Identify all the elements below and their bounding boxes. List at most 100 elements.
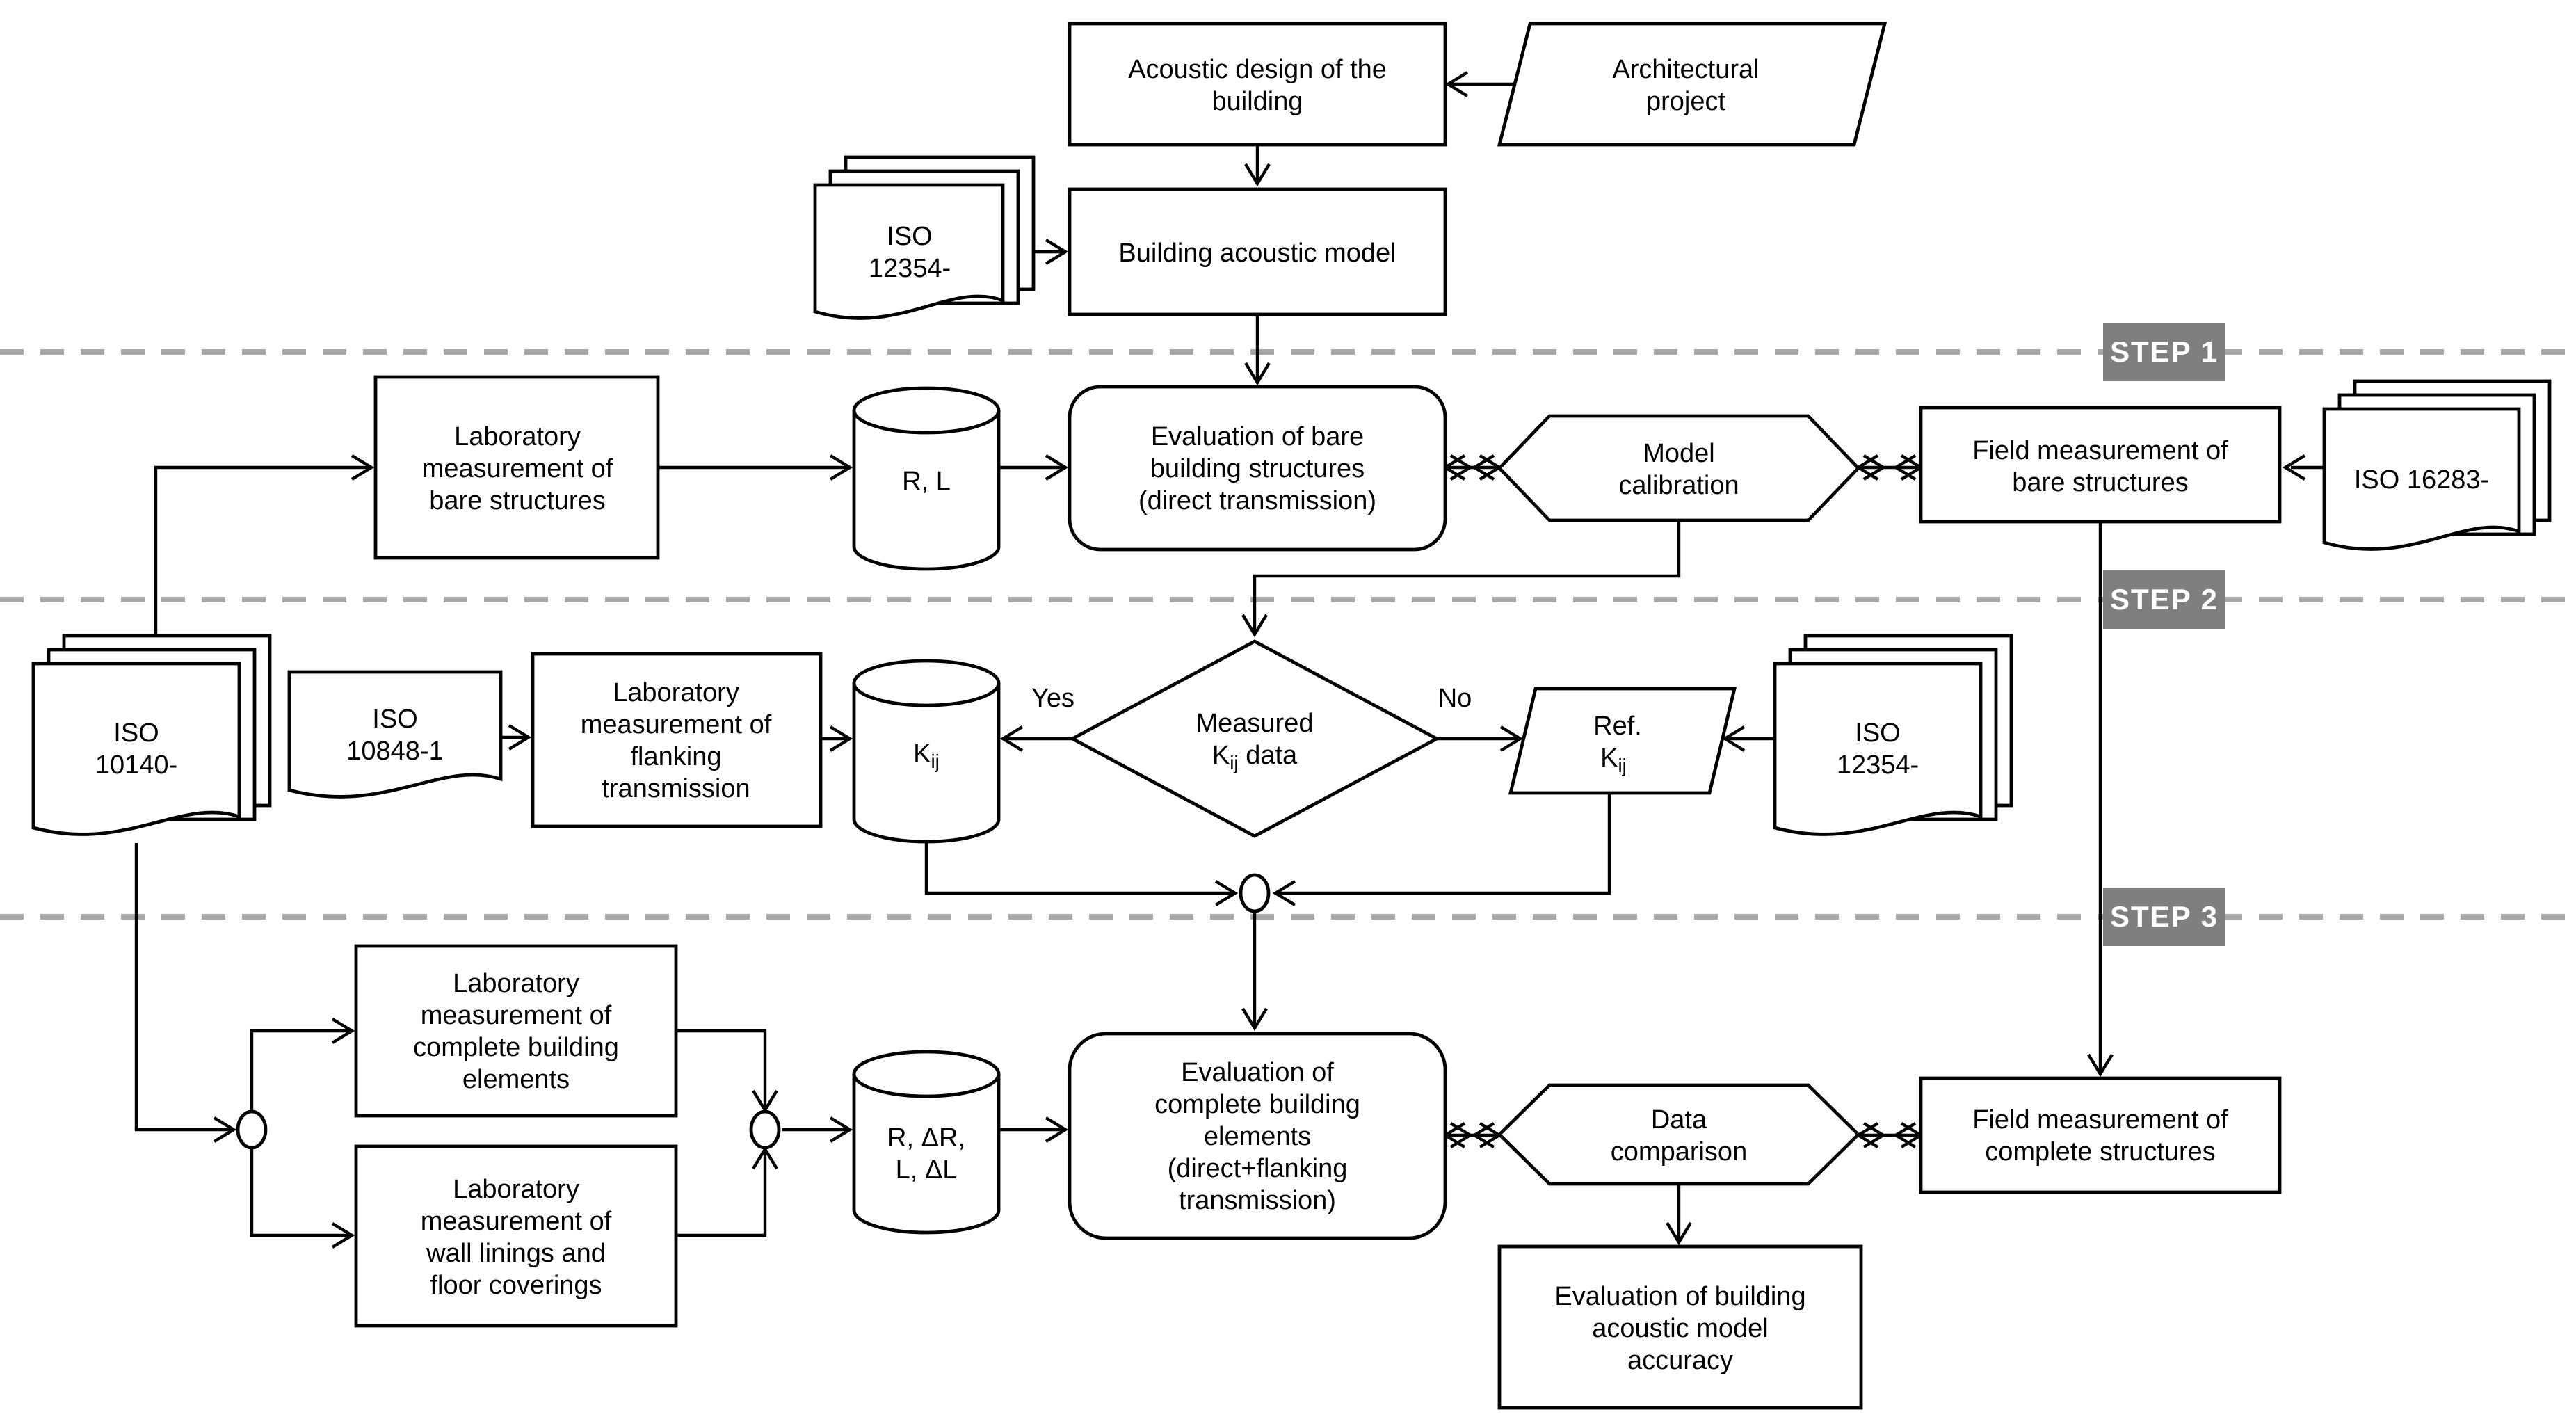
lab-meas-wall-label: floor coverings bbox=[430, 1271, 602, 1300]
step-badges: STEP 1 STEP 2 STEP 3 bbox=[2103, 323, 2225, 946]
measured-kij-diamond bbox=[1068, 639, 1441, 838]
iso-12354-top-stack bbox=[813, 155, 1036, 320]
connector-line bbox=[1278, 793, 1611, 895]
document-front-page bbox=[813, 183, 1005, 320]
model-calibration-label: Model bbox=[1643, 439, 1715, 468]
model-calibration-label: calibration bbox=[1618, 471, 1739, 500]
field-meas-bare-label: bare structures bbox=[2012, 468, 2188, 497]
iso-12354-top-label: 12354- bbox=[869, 254, 951, 283]
kij-main: K bbox=[913, 739, 931, 769]
ref-kij-label: Ref. bbox=[1593, 712, 1642, 741]
lab-meas-bare-label: bare structures bbox=[429, 486, 605, 515]
data-comparison-shape bbox=[1497, 1083, 1861, 1186]
architectural-project-label: project bbox=[1646, 87, 1725, 116]
building-acoustic-model-shape bbox=[1068, 187, 1447, 316]
step1-badge-label: STEP 1 bbox=[2110, 335, 2219, 368]
eval-accuracy-label: accuracy bbox=[1627, 1346, 1733, 1375]
arrowhead-right bbox=[1045, 454, 1069, 481]
arrowhead-down bbox=[1241, 1007, 1268, 1032]
cylinder-top bbox=[852, 659, 1001, 707]
arrowhead-bidirectional bbox=[1449, 1122, 1474, 1148]
rdl-store-label: R, ΔR, bbox=[887, 1123, 965, 1153]
arrowhead-right bbox=[1045, 1116, 1069, 1143]
arrowhead-bidirectional bbox=[1892, 1122, 1917, 1148]
acoustic-design-shape bbox=[1068, 22, 1447, 147]
iso-12354-mid-stack bbox=[1773, 634, 2013, 836]
lab-meas-flanking-label: measurement of bbox=[581, 710, 772, 739]
ref-kij-label: Kij bbox=[1600, 744, 1627, 776]
decision-yes-label: Yes bbox=[1031, 684, 1074, 713]
document-front-page bbox=[31, 662, 241, 836]
cylinder-body bbox=[852, 683, 1001, 844]
arrowhead-bidirectional bbox=[1862, 454, 1887, 481]
lab-meas-flanking-shape bbox=[531, 652, 823, 828]
document-front-page bbox=[1773, 662, 1983, 836]
arrowhead-left bbox=[2282, 454, 2306, 481]
arrowhead-down bbox=[1244, 163, 1271, 187]
field-meas-complete-label: Field measurement of bbox=[1972, 1105, 2228, 1135]
arrowhead-right bbox=[331, 1018, 355, 1044]
cylinder-body bbox=[852, 1074, 1001, 1235]
step3-badge bbox=[2103, 888, 2225, 946]
lab-meas-flanking-label: transmission bbox=[602, 774, 750, 803]
eval-bare-label: building structures bbox=[1150, 454, 1365, 483]
field-meas-complete-label: complete structures bbox=[1985, 1137, 2216, 1167]
arrowhead-left bbox=[1272, 880, 1296, 906]
eval-complete-label: elements bbox=[1204, 1122, 1311, 1151]
join-connector-circle bbox=[749, 1109, 781, 1150]
model-calibration-shape bbox=[1497, 414, 1861, 522]
kij-store-label: Kij bbox=[913, 739, 940, 772]
arrowhead-bidirectional bbox=[1449, 454, 1474, 481]
node-labels: Acoustic design of the building Architec… bbox=[95, 55, 2489, 1375]
data-comparison-label: Data bbox=[1651, 1105, 1707, 1135]
eval-bare-shape bbox=[1068, 385, 1447, 552]
eval-complete-shape bbox=[1068, 1032, 1447, 1240]
eval-bare-label: Evaluation of bare bbox=[1151, 422, 1364, 451]
arrowhead-bidirectional bbox=[1862, 1122, 1887, 1148]
arrowhead-down bbox=[1244, 362, 1271, 386]
field-meas-complete-shape bbox=[1919, 1076, 2282, 1194]
cylinder-body bbox=[852, 410, 1001, 571]
arrowhead-right bbox=[331, 1222, 355, 1249]
measured-kij-label: Kij data bbox=[1212, 741, 1298, 773]
arrowhead-right bbox=[829, 1116, 853, 1143]
lab-meas-bare-label: Laboratory bbox=[454, 422, 581, 451]
arrowhead-left bbox=[999, 725, 1024, 752]
connector-line bbox=[154, 465, 369, 636]
ref-kij-shape bbox=[1508, 687, 1737, 795]
iso-10848-document bbox=[287, 670, 503, 799]
eval-complete-label: (direct+flanking bbox=[1168, 1154, 1348, 1183]
connector-line bbox=[676, 1029, 767, 1107]
rl-store-label: R, L bbox=[902, 467, 951, 496]
lab-meas-bare-shape bbox=[373, 375, 660, 560]
split-connector-circle bbox=[236, 1109, 268, 1150]
iso-10140-label: ISO bbox=[113, 719, 159, 748]
arrowhead-bidirectional bbox=[1892, 454, 1917, 481]
arrowhead-right bbox=[508, 724, 532, 751]
acoustic-design-label: building bbox=[1212, 87, 1303, 116]
rdl-cylinder bbox=[852, 1050, 1001, 1235]
field-meas-bare-label: Field measurement of bbox=[1972, 436, 2228, 465]
iso-16283-stack bbox=[2322, 379, 2552, 551]
eval-complete-label: transmission) bbox=[1179, 1186, 1336, 1215]
cylinder-top bbox=[852, 1050, 1001, 1098]
arrowhead-down bbox=[1666, 1221, 1692, 1246]
shapes bbox=[31, 22, 2552, 1410]
eval-bare-label: (direct transmission) bbox=[1138, 486, 1376, 515]
step2-badge bbox=[2103, 570, 2225, 629]
connector-line bbox=[250, 1149, 349, 1237]
lab-meas-complete-label: measurement of bbox=[421, 1001, 612, 1030]
eval-accuracy-label: Evaluation of building bbox=[1554, 1282, 1805, 1311]
document-front-page bbox=[2322, 407, 2521, 551]
iso-16283-label: ISO 16283- bbox=[2354, 465, 2489, 495]
arrowhead-bidirectional bbox=[1471, 1122, 1495, 1148]
iso-12354-mid-label: 12354- bbox=[1837, 751, 1919, 780]
arrowhead-left bbox=[1721, 725, 1746, 752]
ref-kij-main: K bbox=[1600, 744, 1618, 773]
arrowhead-down bbox=[1241, 614, 1268, 638]
rl-cylinder bbox=[852, 386, 1001, 571]
architectural-project-label: Architectural bbox=[1612, 55, 1759, 84]
acoustic-design-label: Acoustic design of the bbox=[1128, 55, 1387, 84]
lab-meas-complete-label: elements bbox=[462, 1065, 570, 1094]
